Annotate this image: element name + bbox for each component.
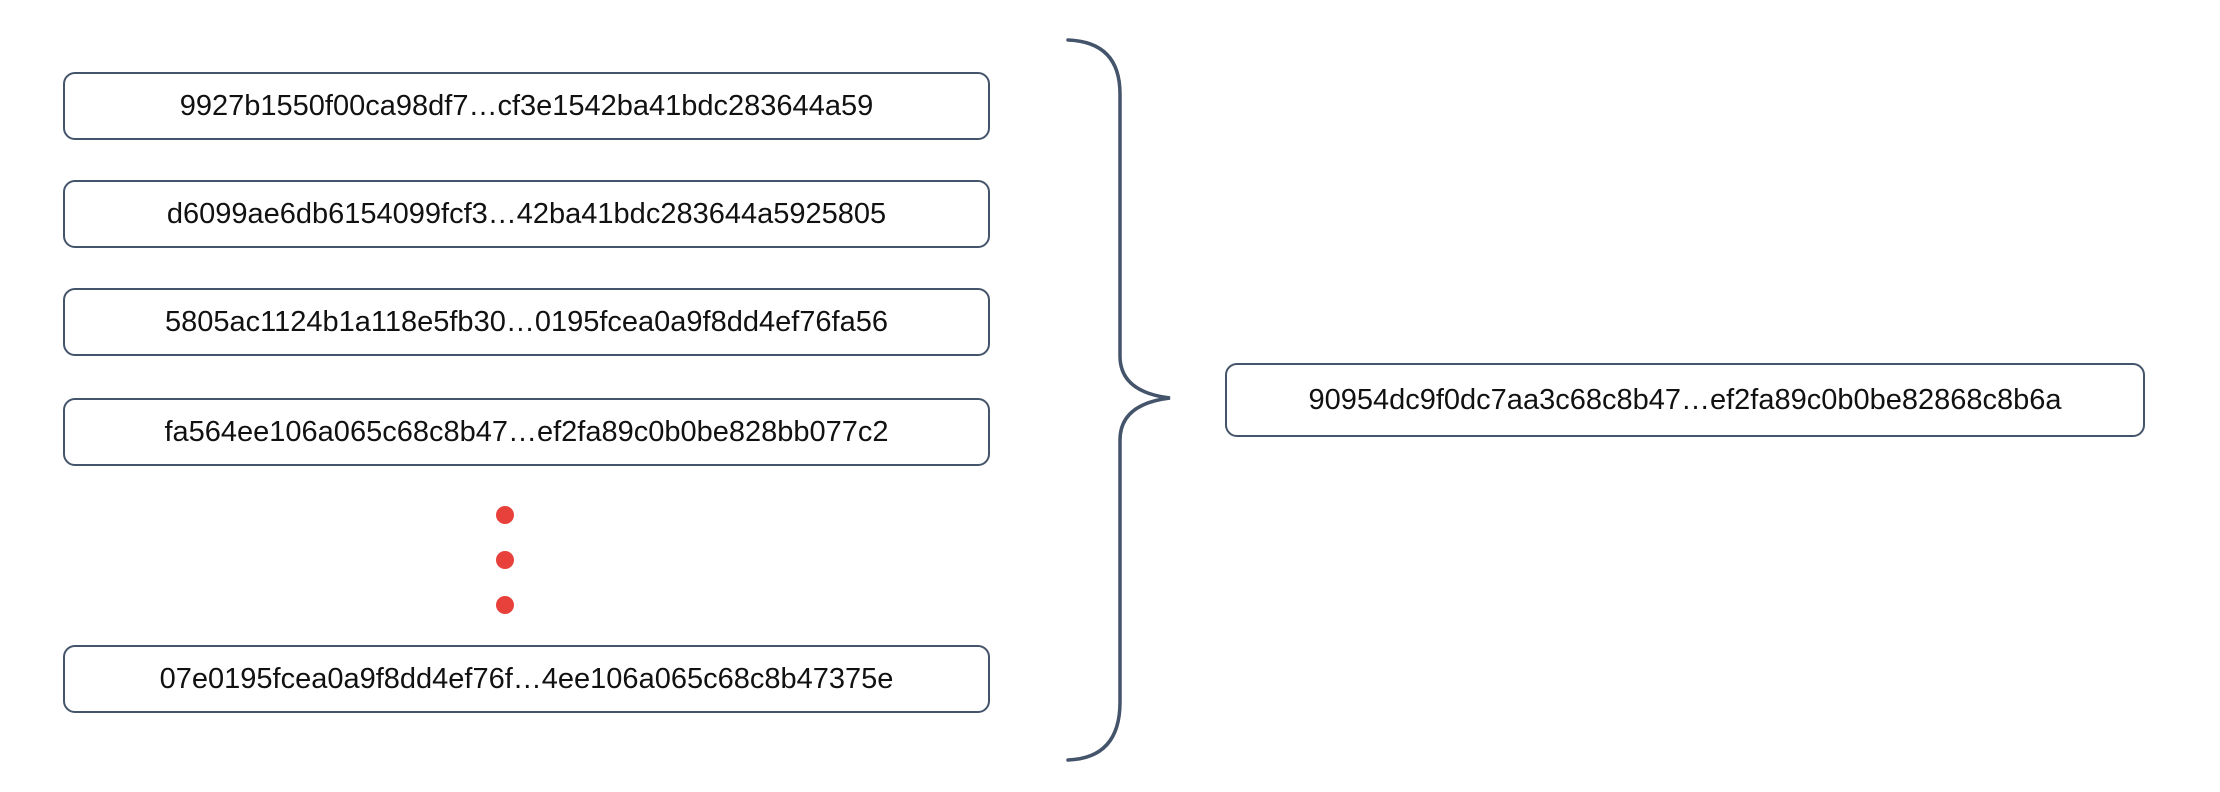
ellipsis-dot	[496, 506, 514, 524]
hash-block-3-text: 5805ac1124b1a118e5fb30…0195fcea0a9f8dd4e…	[165, 305, 888, 338]
hash-block-4-text: fa564ee106a065c68c8b47…ef2fa89c0b0be828b…	[164, 415, 889, 448]
hash-block-last: 07e0195fcea0a9f8dd4ef76f…4ee106a065c68c8…	[63, 645, 990, 713]
result-hash-block: 90954dc9f0dc7aa3c68c8b47…ef2fa89c0b0be82…	[1225, 363, 2145, 437]
curly-brace	[1066, 38, 1171, 762]
hash-block-4: fa564ee106a065c68c8b47…ef2fa89c0b0be828b…	[63, 398, 990, 466]
ellipsis-dot	[496, 551, 514, 569]
hash-block-2: d6099ae6db6154099fcf3…42ba41bdc283644a59…	[63, 180, 990, 248]
hash-block-last-text: 07e0195fcea0a9f8dd4ef76f…4ee106a065c68c8…	[159, 662, 894, 695]
result-hash-text: 90954dc9f0dc7aa3c68c8b47…ef2fa89c0b0be82…	[1308, 383, 2062, 416]
hash-block-1-text: 9927b1550f00ca98df7…cf3e1542ba41bdc28364…	[179, 89, 874, 122]
hash-block-1: 9927b1550f00ca98df7…cf3e1542ba41bdc28364…	[63, 72, 990, 140]
ellipsis-dots	[496, 506, 514, 614]
ellipsis-dot	[496, 596, 514, 614]
hash-block-2-text: d6099ae6db6154099fcf3…42ba41bdc283644a59…	[166, 197, 887, 230]
hash-block-3: 5805ac1124b1a118e5fb30…0195fcea0a9f8dd4e…	[63, 288, 990, 356]
